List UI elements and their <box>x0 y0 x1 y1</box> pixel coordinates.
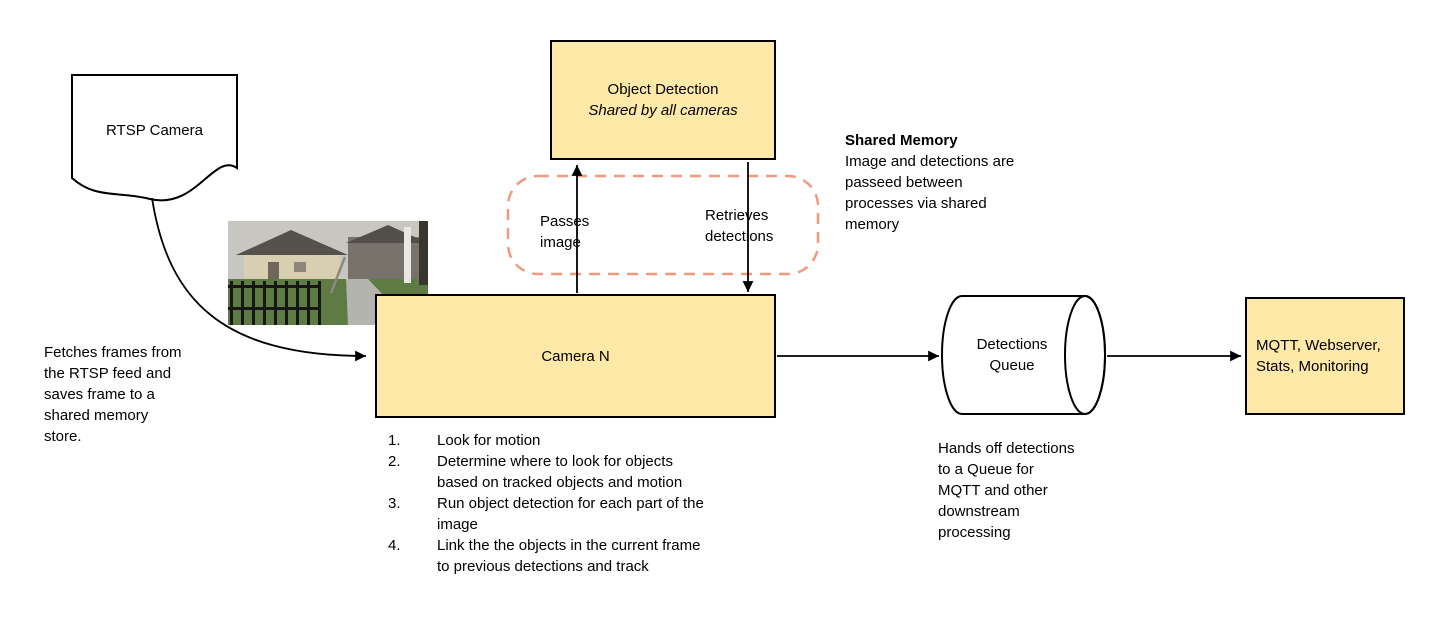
passes-image-label: Passes image <box>540 213 590 251</box>
house-wall <box>244 255 340 281</box>
far-building <box>348 237 428 281</box>
fetch-note: Fetches frames from the RTSP feed and sa… <box>44 344 182 445</box>
shared-memory-note: Shared Memory Image and detections are p… <box>845 130 1067 235</box>
object-detection-box: Object Detection Shared by all cameras <box>550 40 776 160</box>
step-text: Look for motion <box>437 432 541 449</box>
step-number: 1. <box>388 432 401 449</box>
leaning-pole <box>329 256 347 294</box>
step-text: Run object detection for each part of th… <box>437 495 704 533</box>
step-item: 1. Look for motion <box>388 430 770 451</box>
camera-n-label: Camera N <box>541 347 610 365</box>
object-detection-subtitle: Shared by all cameras <box>588 102 738 119</box>
rtsp-to-camera-arrow <box>151 197 367 362</box>
house-door <box>268 262 279 281</box>
fence <box>228 281 321 325</box>
outputs-label: MQTT, Webserver, Stats, Monitoring <box>1256 337 1381 375</box>
object-detection-title: Object Detection <box>607 81 719 98</box>
step-number: 2. <box>388 453 401 470</box>
rtsp-document-shape <box>71 74 238 202</box>
processing-steps-list: 1. Look for motion 2. Determine where to… <box>388 430 770 577</box>
step-item: 2. Determine where to look for objects b… <box>388 451 770 493</box>
step-item: 3. Run object detection for each part of… <box>388 493 770 535</box>
step-number: 4. <box>388 537 401 554</box>
outputs-box: MQTT, Webserver, Stats, Monitoring <box>1245 297 1405 415</box>
queue-note: Hands off detections to a Queue for MQTT… <box>938 440 1075 541</box>
retrieves-detections-label: Retrieves detections <box>705 207 774 245</box>
step-item: 4. Link the the objects in the current f… <box>388 535 770 577</box>
porch-post <box>404 227 411 283</box>
dark-edge <box>419 221 428 285</box>
rtsp-camera-label: RTSP Camera <box>106 122 203 139</box>
detections-queue-cylinder <box>941 295 1106 415</box>
step-number: 3. <box>388 495 401 512</box>
house-roof <box>236 230 348 255</box>
step-text: Determine where to look for objects base… <box>437 453 683 491</box>
shared-memory-title: Shared Memory <box>845 132 958 149</box>
shared-memory-body: Image and detections are passeed between… <box>845 153 1015 233</box>
shared-memory-dashed-region <box>506 174 820 276</box>
house-window <box>294 262 306 272</box>
step-text: Link the the objects in the current fram… <box>437 537 701 575</box>
camera-n-box: Camera N <box>375 294 776 418</box>
detections-queue-label: Detections Queue <box>976 336 1048 374</box>
